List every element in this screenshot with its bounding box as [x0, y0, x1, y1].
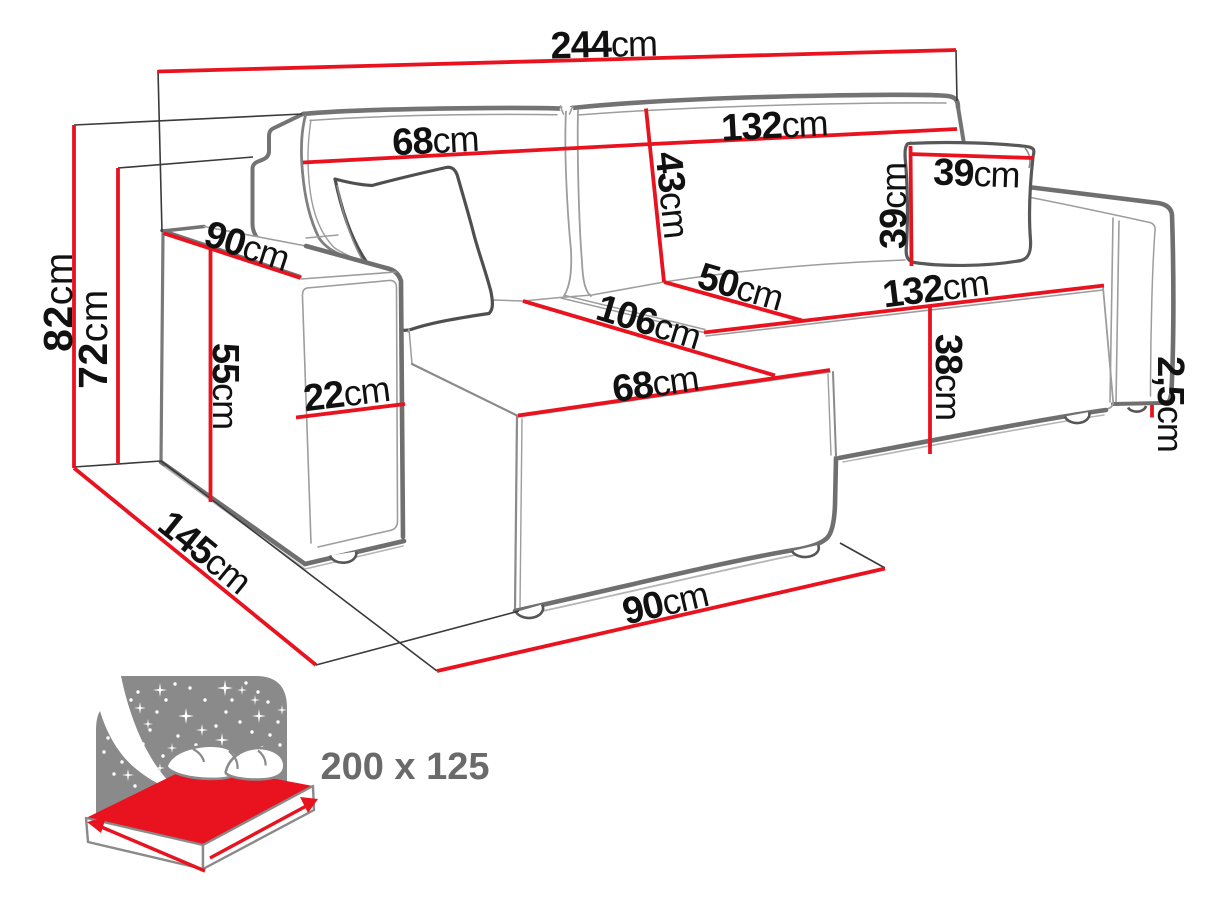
svg-text:68cm: 68cm — [391, 118, 479, 164]
svg-text:72cm: 72cm — [70, 289, 116, 389]
svg-text:200 x 125: 200 x 125 — [320, 746, 489, 788]
svg-text:82cm: 82cm — [35, 252, 81, 352]
svg-text:43cm: 43cm — [647, 150, 698, 240]
svg-text:244cm: 244cm — [550, 23, 658, 68]
svg-text:38cm: 38cm — [927, 334, 969, 420]
svg-text:39cm: 39cm — [933, 152, 1021, 197]
svg-text:132cm: 132cm — [720, 102, 828, 150]
svg-text:39cm: 39cm — [873, 163, 915, 249]
svg-text:2,5cm: 2,5cm — [1149, 356, 1191, 452]
svg-text:55cm: 55cm — [204, 343, 246, 429]
